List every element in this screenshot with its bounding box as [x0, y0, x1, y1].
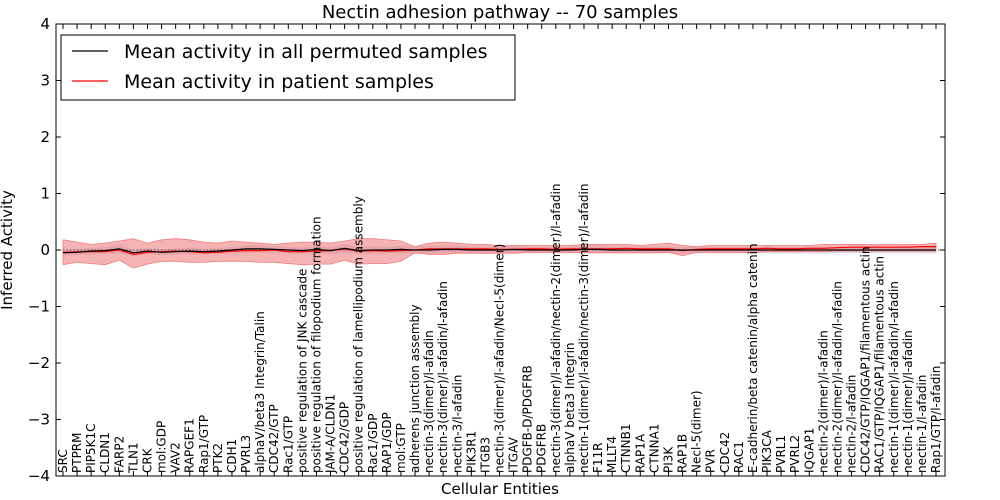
axes: 4 3 2 1 0 −1 −2 −3 −4	[28, 15, 945, 485]
x-tick-label: CLDN1	[98, 432, 112, 473]
y-tick-label: 1	[40, 185, 50, 203]
x-tick-label: E-cadherin/beta catenin/alpha catenin	[746, 243, 760, 473]
x-tick-label: nectin-3(dimer)/l-afadin/Necl-5(dimer)	[493, 244, 507, 473]
x-tick-label: PIK3CA	[760, 429, 774, 473]
x-tick-label: nectin-1(dimer)/l-afadin	[901, 330, 915, 473]
x-tick-label: nectin-1(dimer)/l-afadin/nectin-3(dimer)…	[577, 184, 591, 473]
x-tick-label: Rac1/GDP	[366, 414, 380, 473]
legend-label-patient: Mean activity in patient samples	[124, 71, 434, 93]
x-tick-label: positive regulation of lamellipodium ass…	[352, 196, 366, 473]
chart-title: Nectin adhesion pathway -- 70 samples	[322, 2, 678, 23]
x-tick-label: PTK2	[211, 443, 225, 473]
x-tick-label: ITGAV	[507, 436, 521, 473]
x-tick-label: CDC42/GDP	[338, 402, 352, 473]
plot-area	[56, 238, 945, 269]
x-tick-label: RAP1A	[633, 433, 647, 473]
x-tick-label: RAP1B	[676, 434, 690, 473]
x-tick-label: PVRL3	[239, 435, 253, 473]
x-tick-label: CRK	[141, 447, 155, 473]
x-tick-label: Rap1/GTP	[197, 415, 211, 473]
x-tick-label: CDC42/GTP/IQGAP1/filamentous actin	[859, 247, 873, 473]
x-tick-label: PI3K	[662, 446, 676, 473]
x-tick-label: Rac1/GTP	[281, 416, 295, 473]
x-tick-label: nectin-1(dimer)/l-afadin/l-afadin	[887, 281, 901, 473]
x-tick-label: adherens junction assembly	[408, 304, 422, 473]
x-tick-label: nectin-3/l-afadin	[450, 375, 464, 473]
x-tick-label: IQGAP1	[802, 428, 816, 473]
legend-label-permuted: Mean activity in all permuted samples	[124, 41, 487, 63]
x-tick-label: CTNNB1	[619, 423, 633, 473]
x-tick-label: SRC	[56, 449, 70, 473]
x-tick-label: TLN1	[126, 442, 140, 474]
y-tick-label: −4	[28, 467, 50, 485]
x-tick-label: PDGFRB	[535, 424, 549, 473]
x-tick-label: mol:GDP	[155, 421, 169, 473]
x-tick-label: CDC42	[718, 432, 732, 473]
y-tick-label: −2	[28, 354, 50, 372]
y-tick-label: −1	[28, 298, 50, 316]
x-tick-label: nectin-2/l-afadin	[845, 375, 859, 473]
x-tick-label: alphaV/beta3 Integrin/Talin	[253, 311, 267, 473]
x-tick-label: nectin-2(dimer)/l-afadin	[816, 330, 830, 473]
x-tick-label: ITGB3	[478, 437, 492, 473]
x-tick-label: PDGFB-D/PDGFRB	[521, 365, 535, 473]
x-tick-label: Rap1/GTP/l-afadin	[929, 366, 943, 473]
x-tick-label: nectin-3(dimer)/l-afadin	[422, 330, 436, 473]
y-axis-title: Inferred Activity	[0, 190, 16, 310]
x-tick-label: nectin-1/l-afadin	[915, 375, 929, 473]
x-tick-label: VAV2	[169, 442, 183, 473]
x-tick-label: FARP2	[112, 436, 126, 473]
y-tick-label: 4	[40, 15, 50, 33]
x-tick-label: CDC42/GTP	[267, 404, 281, 473]
x-tick-label: RAPGEF1	[183, 418, 197, 473]
x-tick-label: RAP1/GDP	[380, 412, 394, 473]
x-tick-label: mol:GTP	[394, 423, 408, 473]
x-tick-label: nectin-2(dimer)/l-afadin/l-afadin	[830, 281, 844, 473]
x-tick-label: PTPRM	[70, 433, 84, 474]
x-tick-label: PVRL1	[774, 435, 788, 473]
x-tick-label: JAM-A/CLDN1	[324, 394, 338, 474]
x-tick-label: CDH1	[225, 439, 239, 473]
legend-box	[60, 34, 516, 101]
band-patient	[62, 238, 937, 269]
x-tick-label: positive regulation of JNK cascade	[295, 269, 309, 473]
x-tick-label: alphaV beta3 Integrin	[563, 342, 577, 473]
legend: Mean activity in all permuted samples Me…	[60, 34, 516, 101]
y-tick-label: −3	[28, 411, 50, 429]
x-tick-label: PIP5K1C	[84, 423, 98, 473]
x-tick-label: CTNNA1	[647, 423, 661, 473]
x-tick-label: F11R	[591, 442, 605, 473]
x-tick-label: PIK3R1	[464, 431, 478, 473]
x-tick-label: MLLT4	[605, 436, 619, 473]
y-tick-label: 2	[40, 128, 50, 146]
x-tick-label: nectin-3(dimer)/l-afadin/nectin-2(dimer)…	[549, 184, 563, 473]
series-line-permuted	[62, 247, 936, 254]
x-tick-label: RAC1	[732, 441, 746, 473]
x-tick-label: PVRL2	[788, 435, 802, 473]
x-tick-label: positive regulation of filopodium format…	[310, 216, 324, 473]
y-tick-label: 3	[40, 72, 50, 90]
y-tick-label: 0	[40, 241, 50, 259]
x-tick-label: Necl-5(dimer)	[690, 390, 704, 473]
x-tick-label: RAC1/GTP/IQGAP1/filamentous actin	[873, 256, 887, 473]
x-tick-label: nectin-3(dimer)/l-afadin/l-afadin	[436, 281, 450, 473]
x-axis-title: Cellular Entities	[441, 480, 559, 498]
x-tick-label: PVR	[704, 449, 718, 473]
